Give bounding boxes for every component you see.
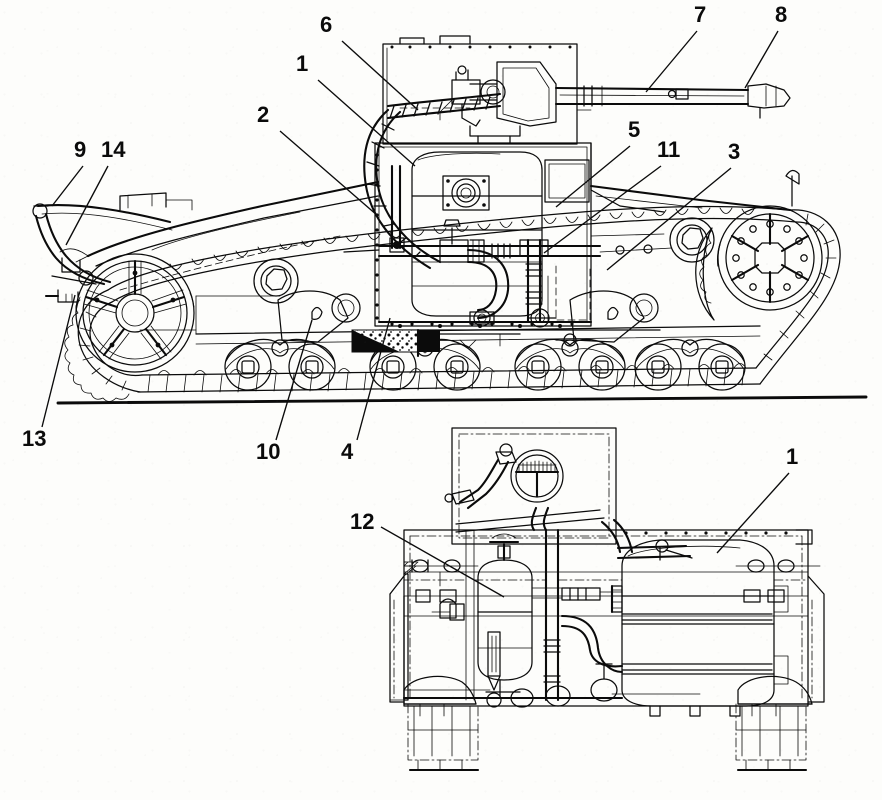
- return-rollers: [253, 217, 715, 304]
- callout-label-14: 14: [101, 137, 126, 162]
- cooling-fan: [510, 449, 564, 503]
- idler-tooth-ring: [64, 299, 130, 402]
- sprocket-teeth: [695, 227, 715, 321]
- callout-label-9: 9: [74, 137, 87, 162]
- rear-view: [389, 427, 825, 772]
- callout-label-3: 3: [728, 139, 741, 164]
- callout-label-11: 11: [657, 137, 681, 162]
- bogie-suspension: [195, 290, 761, 391]
- side-view: [32, 35, 868, 405]
- callout-label-8: 8: [775, 2, 788, 27]
- suspension-pod-right: [735, 675, 813, 772]
- callout-label-13: 13: [22, 426, 47, 451]
- suspension-pod-left: [403, 675, 480, 772]
- ground-line: [56, 395, 868, 405]
- callout-label-7: 7: [694, 2, 707, 27]
- auxiliary-pressure-bottle: [477, 533, 533, 708]
- callout-leaders: [41, 30, 790, 598]
- callout-label-4: 4: [341, 439, 354, 464]
- hull-structure: [36, 35, 792, 327]
- callout-label-12: 12: [350, 509, 375, 534]
- rear-view-piping: [402, 506, 809, 708]
- callout-label-6: 6: [320, 12, 333, 37]
- callout-label-1-rear: 1: [786, 444, 799, 469]
- fire-mixture-tank-rear: [610, 539, 789, 717]
- callout-label-1: 1: [296, 51, 309, 76]
- front-drain-pipe: [32, 203, 112, 303]
- callout-label-10: 10: [256, 439, 281, 464]
- callout-label-2: 2: [257, 102, 270, 127]
- front-idler-wheel: [75, 253, 195, 373]
- drive-sprocket: [716, 205, 823, 311]
- callout-label-5: 5: [628, 117, 641, 142]
